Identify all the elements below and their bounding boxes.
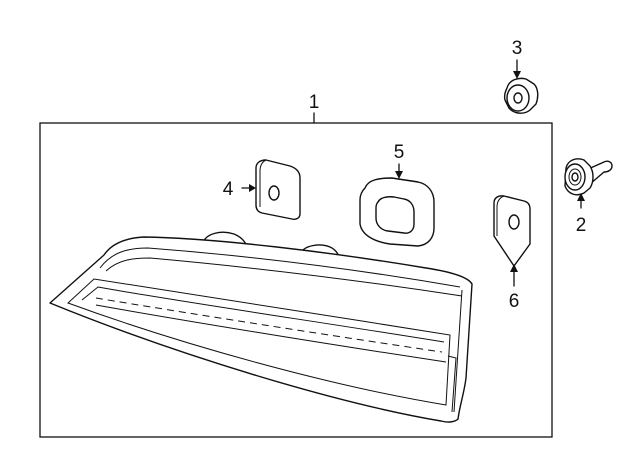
clip-ring — [568, 168, 582, 186]
grommet-part-5[interactable] — [359, 177, 435, 247]
bracket-hole — [508, 214, 520, 230]
bracket-edge — [496, 195, 505, 236]
arrow-5-icon — [395, 171, 403, 179]
arrow-4-icon — [249, 184, 256, 192]
retainer-clip-part-2[interactable] — [564, 158, 613, 196]
lens-band-upper — [447, 355, 457, 413]
tail-lamp-assembly[interactable] — [49, 231, 473, 423]
lens-upper-line-2 — [105, 257, 463, 297]
pin-cap-hole — [513, 92, 523, 104]
lens-panel — [67, 278, 451, 406]
lens-inner-line — [81, 286, 445, 343]
grommet-rim — [391, 177, 419, 183]
callout-4[interactable]: 4 — [223, 179, 234, 200]
push-pin-part-3[interactable] — [503, 77, 539, 114]
bracket-body — [493, 195, 531, 267]
callout-1[interactable]: 1 — [309, 92, 320, 113]
housing-edge-right — [453, 289, 463, 413]
bracket-part-6[interactable] — [493, 195, 531, 267]
assembly-frame — [39, 122, 553, 438]
arrow-6-icon — [510, 264, 518, 272]
lamp-housing — [49, 236, 473, 423]
grommet-opening — [375, 196, 415, 234]
arrow-3-icon — [513, 71, 521, 79]
lens-dashed-line — [95, 297, 443, 353]
mounting-nut-part-4[interactable] — [255, 159, 301, 220]
lens-lower-line — [95, 304, 447, 363]
callout-5[interactable]: 5 — [394, 142, 405, 163]
callout-3[interactable]: 3 — [512, 38, 523, 59]
lens-upper-line-1 — [99, 247, 461, 288]
clip-hole — [571, 172, 579, 182]
callout-6[interactable]: 6 — [509, 291, 520, 312]
nut-hole — [268, 185, 280, 201]
nut-plate-edge — [259, 159, 267, 207]
arrow-2-icon — [577, 193, 585, 201]
callout-2[interactable]: 2 — [576, 215, 587, 236]
